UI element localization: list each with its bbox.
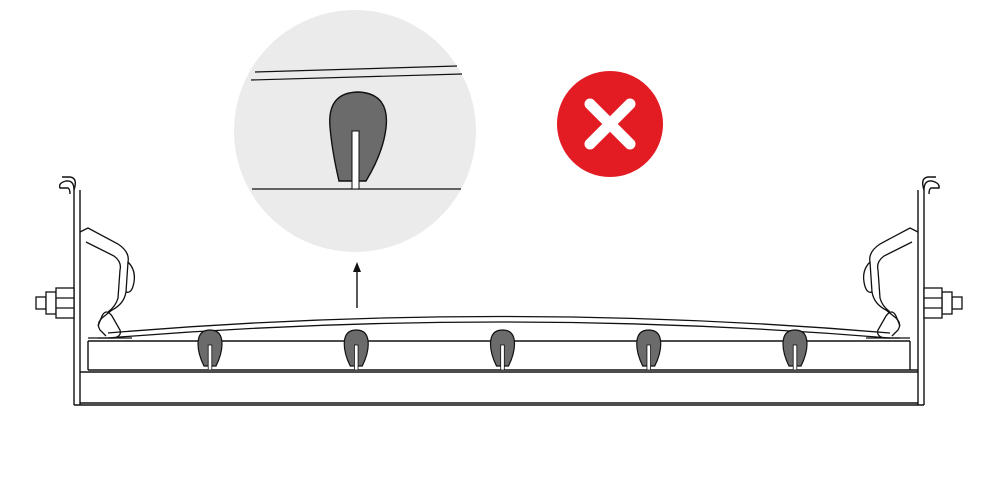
magnifier-belt-bottom-line <box>250 73 463 81</box>
right-post <box>923 180 940 405</box>
right-tensioner <box>862 227 963 339</box>
left-tensioner <box>35 227 136 339</box>
fastener <box>197 329 223 371</box>
magnifier-belt-top-line <box>254 65 458 73</box>
conveyor-belt <box>107 315 891 339</box>
fastener <box>489 329 516 371</box>
left-post <box>58 180 75 405</box>
conveyor-frame <box>58 176 940 406</box>
fastener <box>782 329 808 371</box>
fastener-row <box>197 329 808 371</box>
magnified-fastener-slot <box>351 130 360 190</box>
callout-arrow <box>353 262 361 308</box>
belt-top-edge <box>107 315 891 334</box>
fastener <box>636 329 662 371</box>
belt-bottom-edge <box>107 321 891 339</box>
magnifier-callout <box>234 10 476 252</box>
x-mark-icon <box>557 71 663 177</box>
fastener <box>343 329 369 371</box>
